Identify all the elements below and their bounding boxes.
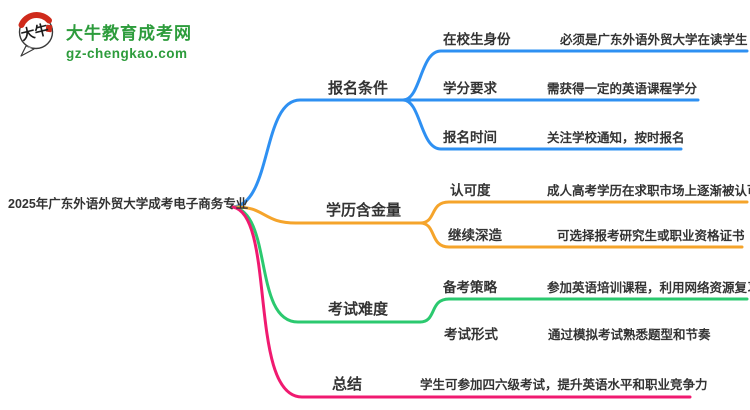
- node-label: 认可度: [450, 183, 491, 198]
- node-desc: 需获得一定的英语课程学分: [547, 82, 698, 96]
- branch2-child1-line: [418, 200, 749, 225]
- node-label: 学分要求: [443, 81, 497, 96]
- brand-domain[interactable]: gz-chengkao.com: [66, 46, 188, 61]
- central-topic: 2025年广东外语外贸大学成考电子商务专业: [8, 197, 249, 211]
- branch1-child3-line: [401, 98, 683, 151]
- node-label: 报名时间: [443, 130, 497, 145]
- node-desc: 学生可参加四六级考试，提升英语水平和职业竞争力: [420, 378, 708, 392]
- node-desc: 关注学校通知，按时报名: [547, 131, 685, 145]
- bull-logo-icon: 大牛: [18, 11, 54, 57]
- branch3-main-line: [231, 205, 422, 324]
- site-logo[interactable]: 大牛 大牛教育成考网 gz-chengkao.com: [14, 8, 192, 61]
- node-desc: 成人高考学历在求职市场上逐渐被认可: [547, 184, 750, 198]
- brand-text-block: 大牛教育成考网 gz-chengkao.com: [66, 8, 192, 61]
- node-label: 备考策略: [443, 280, 497, 295]
- node-label: 考试形式: [444, 327, 498, 342]
- node-label: 在校生身份: [443, 32, 511, 47]
- node-desc: 可选择报考研究生或职业资格证书: [557, 229, 745, 243]
- branch2-child2-line: [418, 221, 744, 249]
- branch1-child1-line: [401, 49, 749, 102]
- branch-label-kaoshi: 考试难度: [328, 301, 389, 318]
- brand-title[interactable]: 大牛教育成考网: [66, 24, 192, 43]
- branch2-main-line: [231, 205, 422, 225]
- branch3-child1-line: [418, 297, 749, 324]
- branch-label-xueli: 学历含金量: [326, 202, 402, 219]
- branch4-main-line: [231, 205, 692, 399]
- logo-glyph-text: 大牛: [19, 21, 50, 43]
- branch-label-zongjie: 总结: [332, 376, 363, 393]
- node-desc: 参加英语培训课程，利用网络资源复习: [547, 281, 750, 295]
- node-desc: 通过模拟考试熟悉题型和节奏: [548, 328, 711, 342]
- branch-label-baoming: 报名条件: [328, 80, 389, 97]
- branch1-main-line: [231, 98, 405, 209]
- node-desc: 必须是广东外语外贸大学在读学生: [560, 33, 748, 47]
- node-label: 继续深造: [448, 228, 502, 243]
